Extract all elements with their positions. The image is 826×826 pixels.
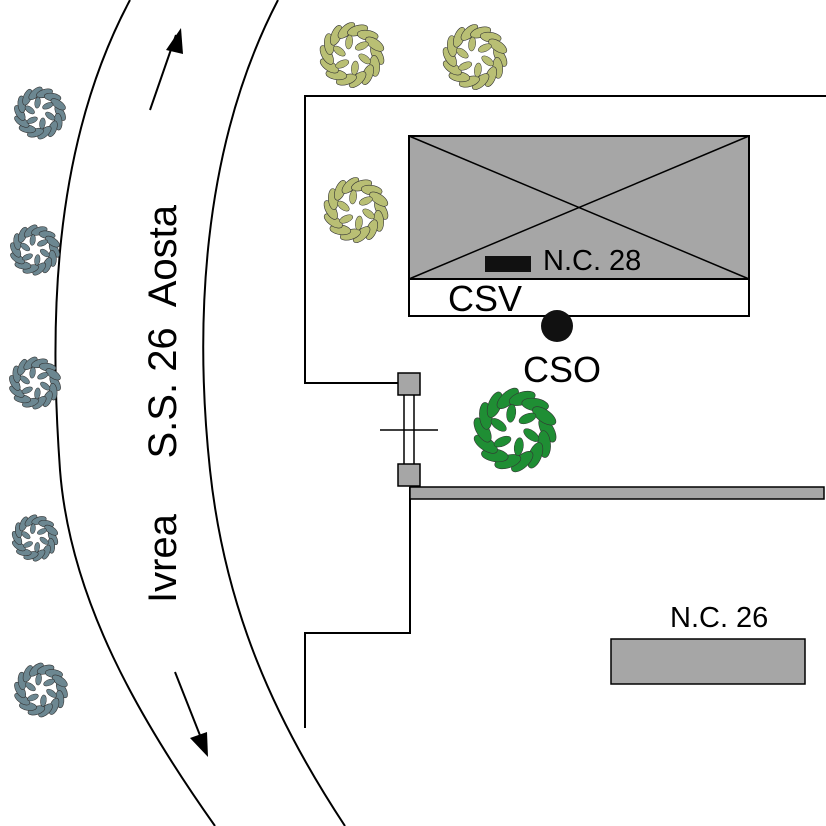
tree-icon: [9, 356, 61, 410]
building-nc26-label: N.C. 26: [670, 602, 768, 634]
arrow-down-icon: [174, 671, 208, 757]
cso-meter: [541, 310, 573, 342]
tree-icon: [10, 224, 60, 276]
csv-label: CSV: [448, 278, 522, 319]
road-edge-inner: [54, 0, 216, 826]
tree-icon: [11, 514, 59, 562]
arrow-up-icon: [149, 28, 183, 111]
property-boundary: [304, 95, 826, 384]
tree-icon: [323, 177, 389, 243]
tree-icon: [14, 662, 68, 718]
csv-meter: [485, 256, 531, 272]
building-nc26: [610, 638, 806, 685]
road-label: Ivrea S.S. 26 Aosta: [141, 204, 185, 603]
building-nc28: [408, 135, 750, 317]
boundary-wall: [409, 486, 825, 500]
road-edge-outer: [202, 0, 346, 826]
tree-icon: [442, 24, 508, 90]
property-boundary-lower: [304, 487, 411, 728]
tree-icon: [319, 22, 385, 88]
cso-label: CSO: [523, 349, 601, 390]
tree-icon: [14, 86, 66, 140]
gate: [380, 372, 438, 487]
building-nc28-label: N.C. 28: [543, 245, 641, 277]
tree-icon: [473, 387, 557, 473]
